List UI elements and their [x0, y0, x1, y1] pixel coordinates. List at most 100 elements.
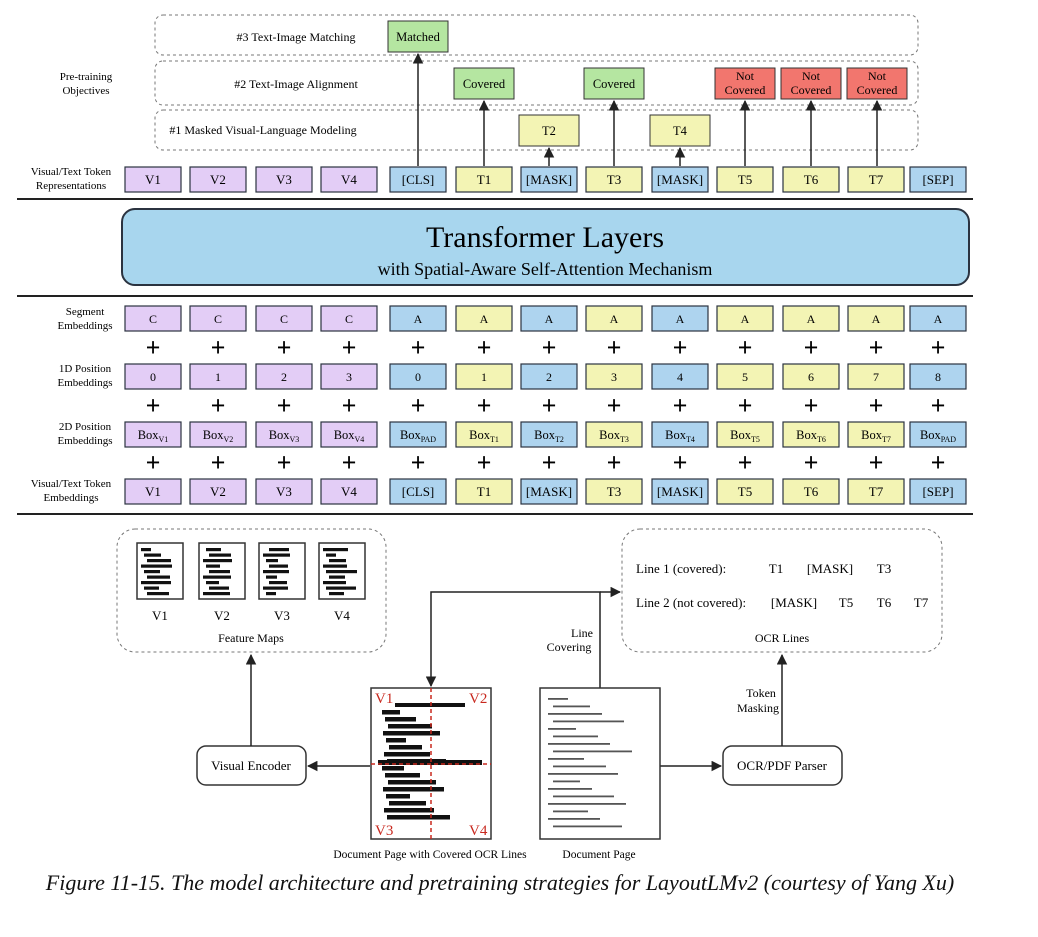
ocr-lines-title: OCR Lines — [755, 631, 810, 645]
representation-token-label-12: T7 — [869, 172, 884, 187]
document-text-line — [553, 780, 580, 783]
plus-sign: + — [277, 333, 292, 362]
pos1d-embedding-label-10: 5 — [742, 370, 748, 384]
feature-map-mark — [323, 548, 348, 552]
plus-sign: + — [211, 333, 226, 362]
objective-1-label: #1 Masked Visual-Language Modeling — [169, 123, 356, 137]
plus-sign: + — [804, 333, 819, 362]
ocr-lines-panel — [621, 528, 943, 653]
representation-token-label-2: V2 — [210, 172, 226, 187]
document-text-line — [553, 795, 614, 798]
covered-text-line — [389, 745, 422, 750]
plus-sign: + — [211, 448, 226, 477]
feature-map-mark — [209, 570, 230, 574]
covered-document-page: V1 V2 V3 V4 — [370, 687, 492, 840]
feature-map-mark — [266, 592, 276, 596]
visual-encoder-label: Visual Encoder — [211, 758, 291, 773]
pos1d-label-line2: Embeddings — [58, 377, 113, 389]
plus-sign: + — [146, 333, 161, 362]
pos1d-embedding-label-12: 7 — [873, 370, 879, 384]
token-embedding-label-11: T6 — [804, 484, 819, 499]
plus-sign: + — [804, 448, 819, 477]
pos1d-embedding-label-5: 0 — [415, 370, 421, 384]
feature-map-mark — [269, 581, 287, 585]
representation-token-label-3: V3 — [276, 172, 292, 187]
plus-sign: + — [931, 333, 946, 362]
token-embedding-label-12: T7 — [869, 484, 884, 499]
token-embedding-label-7: [MASK] — [526, 484, 572, 499]
representation-token-label-9: [MASK] — [657, 172, 703, 187]
token-embedding-label-8: T3 — [607, 484, 621, 499]
representation-token-label-5: [CLS] — [402, 172, 435, 187]
document-text-line — [548, 773, 618, 775]
feature-maps-panel — [116, 528, 387, 653]
pos2d-embedding-box-8 — [585, 421, 643, 448]
ocr-line2-token-3: T6 — [877, 595, 892, 610]
feature-maps-title: Feature Maps — [218, 631, 284, 645]
representation-token-label-10: T5 — [738, 172, 752, 187]
segment-embedding-label-4: C — [345, 312, 353, 326]
plus-sign: + — [869, 391, 884, 420]
feature-map-mark — [203, 559, 232, 563]
plus-row-2: +++++++++++++ — [146, 391, 946, 420]
plus-sign: + — [607, 448, 622, 477]
covered-text-line — [384, 752, 430, 757]
feature-map-mark — [269, 548, 289, 552]
pos1d-embedding-box-1 — [124, 363, 182, 390]
token-embedding-box-8 — [585, 478, 643, 505]
arrow-line-covering — [425, 591, 601, 688]
feature-map-mark — [323, 581, 346, 585]
plus-sign: + — [211, 391, 226, 420]
token-masking-label-line1: Token — [746, 686, 776, 700]
token-embedding-label-1: V1 — [145, 484, 161, 499]
feature-map-mark — [329, 575, 345, 579]
representation-token-box-9 — [651, 166, 709, 193]
document-text-line — [553, 750, 632, 753]
representation-token-box-12 — [847, 166, 905, 193]
pos1d-embedding-label-13: 8 — [935, 370, 941, 384]
plus-sign: + — [673, 391, 688, 420]
feature-map-mark — [147, 592, 169, 596]
feature-map-mark — [209, 553, 231, 557]
pos2d-embedding-label-2: BoxV2 — [203, 428, 234, 444]
representation-token-box-13 — [909, 166, 967, 193]
pos2d-embedding-label-13: BoxPAD — [920, 428, 956, 444]
feature-map-mark — [329, 559, 346, 563]
pos2d-embedding-box-4 — [320, 421, 378, 448]
transformer-subtitle: with Spatial-Aware Self-Attention Mechan… — [378, 259, 713, 279]
document-page-text-lines — [548, 698, 632, 828]
pos2d-embedding-label-7: BoxT2 — [534, 428, 564, 444]
segment-embedding-box-6 — [455, 305, 513, 332]
pos1d-embedding-label-3: 2 — [281, 370, 287, 384]
representation-token-box-5 — [389, 166, 447, 193]
pos1d-embedding-label-6: 1 — [481, 370, 487, 384]
pos2d-embedding-box-1 — [124, 421, 182, 448]
pos2d-embedding-box-2 — [189, 421, 247, 448]
plus-sign: + — [146, 448, 161, 477]
covered-box-t3 — [583, 67, 645, 100]
feature-map-mark — [266, 559, 278, 563]
document-text-line — [548, 788, 592, 790]
document-text-line — [553, 810, 588, 813]
feature-map-mark — [206, 548, 221, 552]
covered-text-line — [385, 773, 420, 778]
pos1d-embedding-label-9: 4 — [677, 370, 683, 384]
pos1d-embedding-box-12 — [847, 363, 905, 390]
feature-map-mark — [141, 581, 171, 585]
pos2d-embedding-box-11 — [782, 421, 840, 448]
representation-token-label-1: V1 — [145, 172, 161, 187]
segment-embedding-box-4 — [320, 305, 378, 332]
pos1d-embedding-label-4: 3 — [346, 370, 352, 384]
token-embedding-box-11 — [782, 478, 840, 505]
plus-sign: + — [542, 448, 557, 477]
token-masking-label-line2: Masking — [737, 701, 779, 715]
line-covering-label-line2: Covering — [547, 640, 592, 654]
pos1d-embedding-box-7 — [520, 363, 578, 390]
pos1d-embedding-label-7: 2 — [546, 370, 552, 384]
covered-text-line — [384, 808, 434, 813]
pos1d-embedding-box-5 — [389, 363, 447, 390]
token-embedding-label-6: T1 — [477, 484, 491, 499]
covered-label-t3: Covered — [593, 77, 636, 91]
